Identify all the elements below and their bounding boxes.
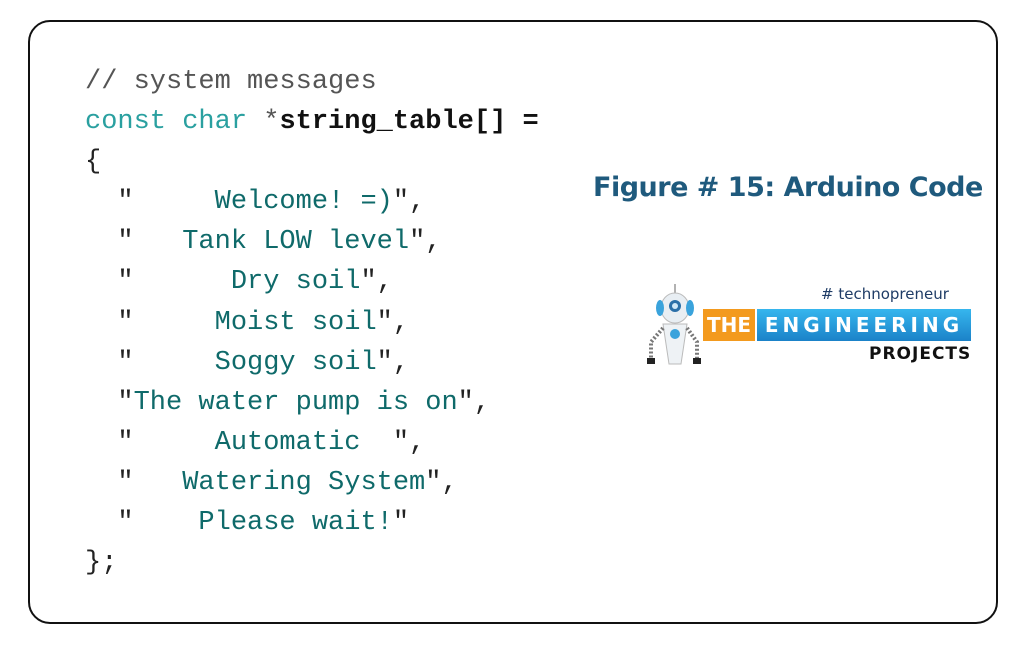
code-brace-open: { xyxy=(85,147,102,178)
code-string: Moist soil xyxy=(214,307,377,338)
code-string: Please wait! xyxy=(198,508,393,539)
logo-projects: PROJECTS xyxy=(869,344,972,364)
code-keyword: const char xyxy=(85,107,264,138)
code-quote: " xyxy=(85,508,199,539)
code-quote: " xyxy=(85,347,215,378)
code-quote: " xyxy=(85,387,134,418)
code-quote: " xyxy=(85,307,215,338)
logo-engineering: ENGINEERING xyxy=(757,309,971,341)
logo-the: THE xyxy=(703,309,755,341)
code-quote: ", xyxy=(392,187,426,218)
code-string: The water pump is on xyxy=(133,387,458,418)
code-quote: ", xyxy=(425,467,458,498)
figure-caption: Figure # 15: Arduino Code xyxy=(593,172,983,203)
code-quote: ", xyxy=(409,227,442,258)
code-quote: " xyxy=(85,187,215,218)
code-string: Tank LOW level xyxy=(182,227,410,258)
code-comment: // system messages xyxy=(85,67,377,97)
code-identifier: string_table[] = xyxy=(279,107,539,138)
code-quote: ", xyxy=(376,307,410,338)
code-block: // system messages const char *string_ta… xyxy=(85,62,539,583)
code-pointer: * xyxy=(263,107,280,138)
code-brace-close: }; xyxy=(85,548,118,579)
logo-tagline: # technopreneur xyxy=(821,285,949,303)
code-quote: ", xyxy=(376,347,410,378)
code-string: Watering System xyxy=(182,467,426,498)
code-quote: " xyxy=(85,227,183,258)
code-quote: ", xyxy=(360,267,393,298)
code-string: Welcome! =) xyxy=(214,187,393,218)
code-quote: ", xyxy=(457,387,491,418)
code-string: Soggy soil xyxy=(214,347,377,378)
code-quote: " xyxy=(85,267,231,298)
code-string: Automatic xyxy=(214,427,393,458)
engineering-projects-logo: # technopreneur THE ENGINEERING PROJECTS xyxy=(645,282,975,372)
code-quote: " xyxy=(392,508,410,539)
code-quote: ", xyxy=(392,427,426,458)
code-quote: " xyxy=(85,427,215,458)
figure-frame xyxy=(28,20,998,624)
robot-icon xyxy=(647,284,701,365)
code-quote: " xyxy=(85,467,183,498)
code-string: Dry soil xyxy=(230,267,361,298)
